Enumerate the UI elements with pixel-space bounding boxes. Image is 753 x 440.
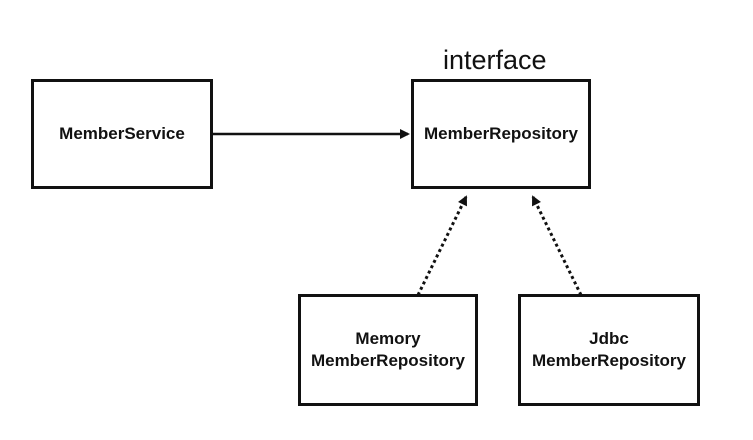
jdbc-repository-label: MemberRepository <box>532 351 686 370</box>
memory-implements-arrow <box>416 195 468 296</box>
jdbc-implements-arrow <box>531 195 583 296</box>
member-repository-label: MemberRepository <box>424 124 578 143</box>
member-repository-box: MemberRepository <box>411 79 591 189</box>
memory-member-repository-box: Memory MemberRepository <box>298 294 478 406</box>
interface-stereotype: interface <box>443 45 547 75</box>
memory-repository-label: MemberRepository <box>311 351 465 370</box>
member-service-box: MemberService <box>31 79 213 189</box>
member-service-label: MemberService <box>59 124 185 143</box>
memory-prefix-label: Memory <box>355 329 421 348</box>
jdbc-member-repository-box: Jdbc MemberRepository <box>518 294 700 406</box>
jdbc-prefix-label: Jdbc <box>589 329 629 348</box>
